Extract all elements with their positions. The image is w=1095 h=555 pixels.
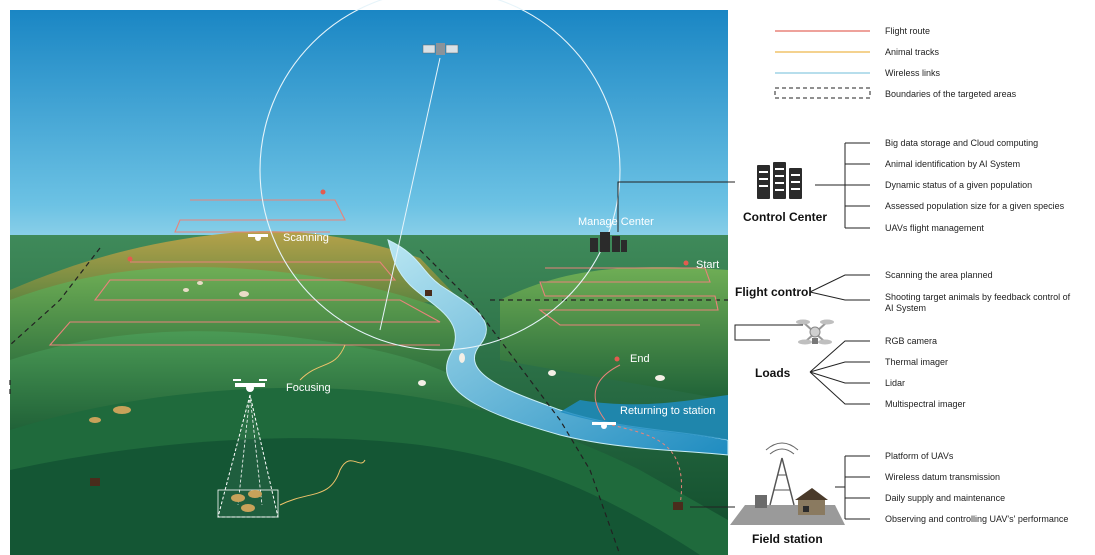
control-center-title: Control Center bbox=[743, 210, 827, 224]
label-scanning: Scanning bbox=[283, 232, 329, 244]
wireless-link-satellite-center bbox=[379, 57, 441, 331]
satellite-icon bbox=[422, 43, 459, 55]
hut-icon bbox=[90, 478, 100, 486]
animal-track-1 bbox=[279, 459, 366, 506]
flight-control-item-0: Scanning the area planned bbox=[885, 270, 993, 280]
field-station-item-3: Observing and controlling UAV's' perform… bbox=[885, 514, 1068, 524]
field-station-item-2: Daily supply and maintenance bbox=[885, 493, 1005, 503]
server-icon bbox=[757, 162, 802, 199]
field-station-icon bbox=[730, 442, 845, 525]
location-pin-icons bbox=[127, 189, 689, 362]
drone-icon-scanning bbox=[248, 234, 268, 241]
loads-item-1: Thermal imager bbox=[885, 357, 948, 367]
foreground bbox=[10, 438, 700, 555]
flight-control-section: Flight control Scanning the area planned… bbox=[735, 270, 1071, 313]
label-manage-center: Manage Center bbox=[578, 216, 654, 228]
wireless-link-orbit bbox=[259, 0, 621, 351]
river-right-branch bbox=[560, 395, 728, 440]
control-center-item-3: Assessed population size for a given spe… bbox=[885, 201, 1065, 211]
field-station-title: Field station bbox=[752, 532, 823, 546]
return-path-dashed bbox=[611, 424, 682, 506]
control-center-item-0: Big data storage and Cloud computing bbox=[885, 138, 1038, 148]
label-returning: Returning to station bbox=[620, 405, 715, 417]
control-center-item-4: UAVs flight management bbox=[885, 223, 984, 233]
river bbox=[387, 239, 729, 456]
target-area-boundary-2 bbox=[419, 249, 621, 555]
loads-item-0: RGB camera bbox=[885, 336, 937, 346]
legend-swatch-boundaries bbox=[774, 87, 871, 99]
loads-title: Loads bbox=[755, 366, 791, 380]
flight-control-item-2: AI System bbox=[885, 303, 926, 313]
drone-icon-returning bbox=[592, 422, 616, 429]
landscape-panel: Scanning Focusing Manage Center Start En… bbox=[9, 0, 729, 555]
hut-icon bbox=[673, 502, 683, 510]
control-center-item-1: Animal identification by AI System bbox=[885, 159, 1020, 169]
sky bbox=[10, 10, 728, 270]
flight-route-scan-left bbox=[48, 199, 441, 346]
return-path bbox=[594, 364, 621, 421]
flight-control-title: Flight control bbox=[735, 285, 812, 299]
control-center-section: Control Center Big data storage and Clou… bbox=[743, 138, 1065, 233]
legend-animal-tracks: Animal tracks bbox=[885, 47, 940, 57]
flight-control-item-1: Shooting target animals by feedback cont… bbox=[885, 292, 1071, 302]
legend-flight-route: Flight route bbox=[885, 26, 930, 36]
loads-item-3: Multispectral imager bbox=[885, 399, 966, 409]
field-station-item-1: Wireless datum transmission bbox=[885, 472, 1000, 482]
field-station-item-0: Platform of UAVs bbox=[885, 451, 954, 461]
animals bbox=[89, 281, 665, 512]
label-end: End bbox=[630, 353, 650, 365]
loads-item-2: Lidar bbox=[885, 378, 905, 388]
animal-track-2 bbox=[299, 344, 346, 381]
drone-icon-focusing bbox=[233, 379, 267, 392]
legend-wireless-links: Wireless links bbox=[885, 68, 941, 78]
drone-icon-large bbox=[796, 319, 834, 345]
target-area-boundary bbox=[9, 247, 101, 395]
camera-footprint bbox=[217, 394, 279, 518]
connectors bbox=[617, 181, 803, 508]
loads-section: Loads RGB camera Thermal imager Lidar Mu… bbox=[755, 336, 966, 409]
field-station-section: Field station Platform of UAVs Wireless … bbox=[730, 442, 1068, 546]
control-center-item-2: Dynamic status of a given population bbox=[885, 180, 1032, 190]
legend-boundaries: Boundaries of the targeted areas bbox=[885, 89, 1017, 99]
legend: Flight route Animal tracks Wireless link… bbox=[774, 26, 1017, 99]
label-start: Start bbox=[696, 259, 719, 271]
flight-route-scan-right bbox=[538, 267, 719, 326]
hut-icon bbox=[425, 290, 432, 296]
label-focusing: Focusing bbox=[286, 382, 331, 394]
buildings-icon bbox=[590, 232, 627, 252]
